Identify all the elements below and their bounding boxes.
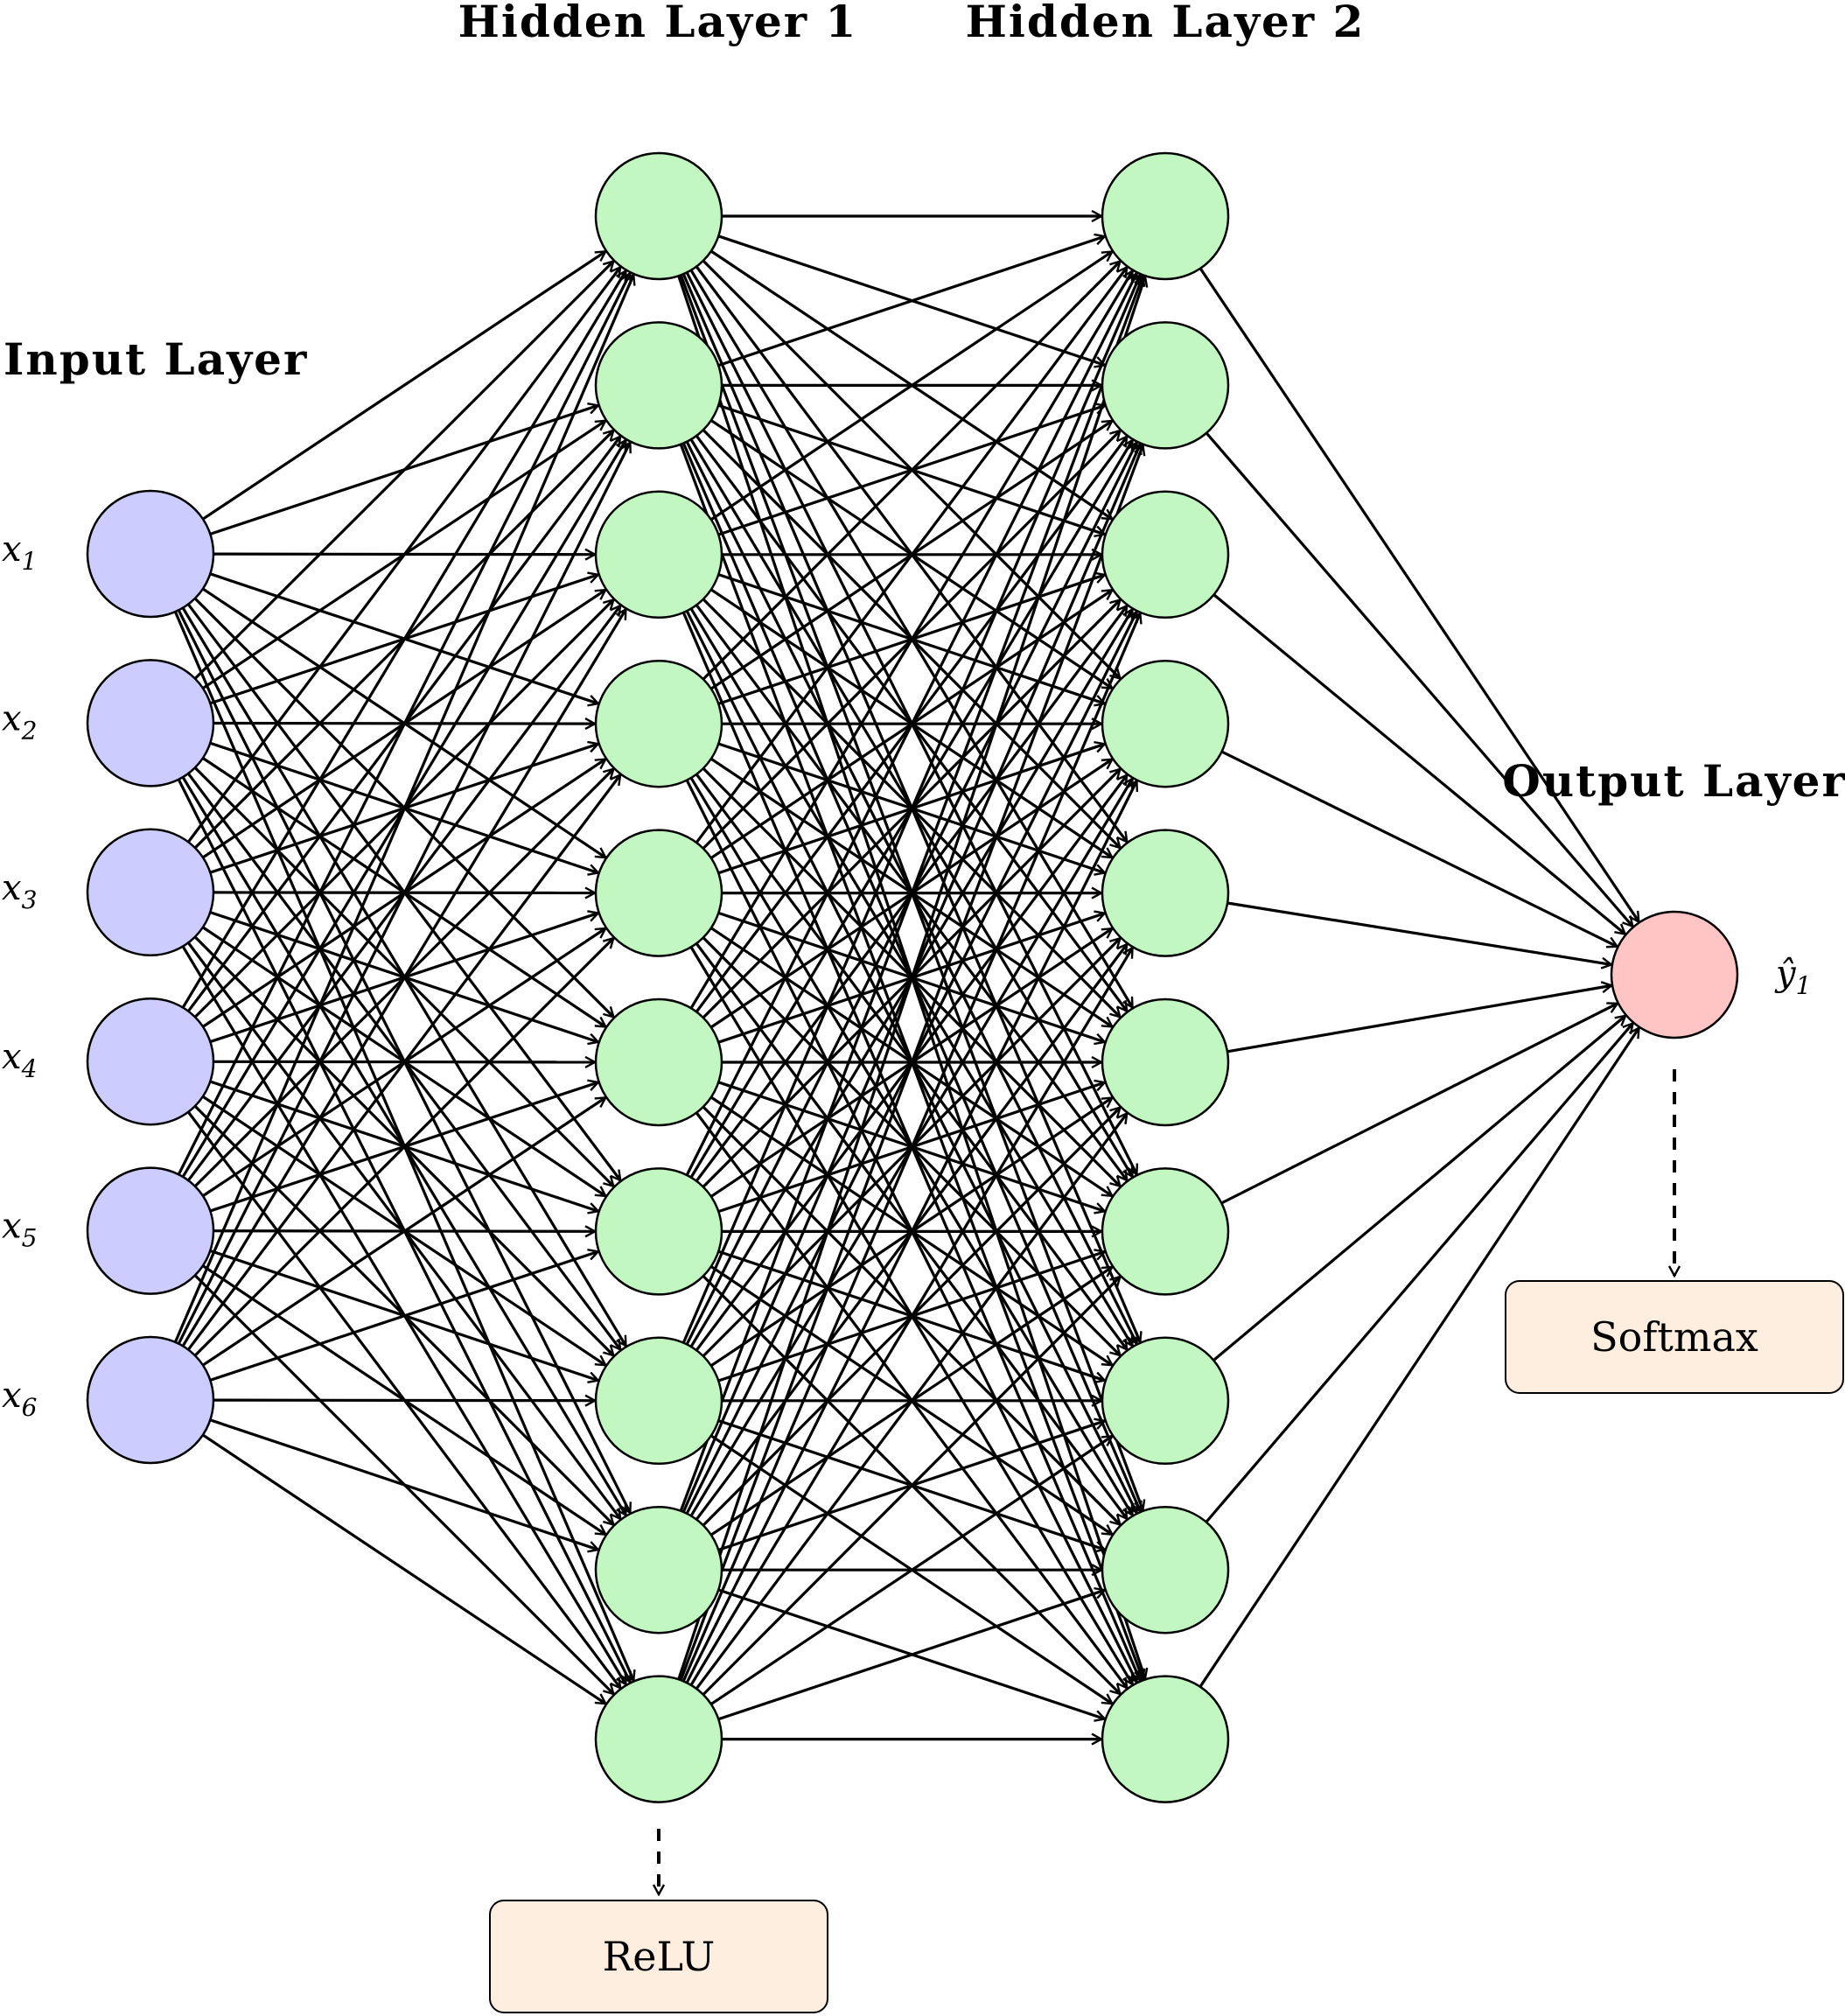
hidden1-node-9: [594, 1505, 723, 1634]
hidden1-node-4: [594, 659, 723, 788]
edge-hidden1-10-to-hidden2-3: [681, 613, 1140, 1683]
edge-input-6-to-hidden1-5: [193, 938, 613, 1357]
edge-input-4-to-hidden1-1: [181, 271, 627, 1009]
edge-hidden1-10-to-hidden2-6: [695, 1113, 1127, 1690]
hidden1-node-7: [594, 1167, 723, 1296]
edge-hidden2-6-to-output-1: [1227, 985, 1611, 1054]
network-nodes: x1 x2 x3 x4 x5 x6 ŷ1: [2, 151, 1811, 1803]
edge-hidden1-10-to-hidden2-7: [702, 1277, 1121, 1696]
edge-hidden1-7-to-hidden2-1: [685, 273, 1136, 1176]
edge-hidden1-10-to-hidden2-8: [709, 1436, 1112, 1705]
edge-hidden1-10-to-hidden2-4: [685, 781, 1136, 1684]
input-node-4: [86, 997, 215, 1126]
edge-input-6-to-hidden1-9: [209, 1418, 598, 1550]
edge-hidden1-9-to-hidden2-1: [679, 276, 1143, 1512]
hidden1-node-6: [594, 998, 723, 1127]
hidden-layer-2-title: Hidden Layer 2: [966, 0, 1366, 47]
hidden2-node-9: [1101, 1505, 1230, 1634]
edge-hidden2-4-to-output-1: [1220, 750, 1618, 947]
edge-hidden1-4-to-hidden2-1: [702, 262, 1121, 681]
edge-hidden1-5-to-hidden2-1: [695, 267, 1127, 844]
hidden2-node-1: [1101, 151, 1230, 281]
edge-hidden1-3-to-hidden2-1: [709, 252, 1112, 522]
output-label-1: ŷ1: [1774, 954, 1811, 1000]
hidden1-node-2: [594, 321, 723, 450]
edge-hidden1-8-to-hidden2-1: [681, 275, 1140, 1344]
edge-hidden1-2-to-hidden2-1: [717, 236, 1104, 368]
hidden1-node-10: [594, 1675, 723, 1803]
edge-hidden2-3-to-output-1: [1213, 593, 1625, 934]
hidden2-node-3: [1101, 490, 1230, 620]
edge-input-3-to-hidden1-1: [186, 267, 620, 844]
input-label-5: x5: [2, 1207, 37, 1253]
input-label-1: x1: [2, 529, 37, 576]
edge-hidden1-10-to-hidden2-2: [679, 445, 1143, 1681]
input-label-4: x4: [2, 1037, 37, 1083]
edge-input-6-to-hidden1-8: [213, 1400, 595, 1401]
edge-input-6-to-hidden1-7: [209, 1251, 598, 1382]
hidden2-node-2: [1101, 321, 1230, 450]
edge-input-6-to-hidden1-3: [181, 609, 627, 1348]
relu-box: [489, 1900, 828, 2013]
edge-input-6-to-hidden1-1: [173, 275, 633, 1343]
hidden2-node-5: [1101, 829, 1230, 957]
hidden1-node-3: [594, 490, 723, 620]
hidden2-node-6: [1101, 998, 1230, 1127]
hidden1-node-5: [594, 829, 723, 957]
input-node-3: [86, 828, 215, 957]
softmax-label: Softmax: [1590, 1313, 1758, 1361]
hidden-layer-1-title: Hidden Layer 1: [458, 0, 858, 47]
edge-hidden1-6-to-hidden2-1: [689, 271, 1134, 1010]
hidden2-node-7: [1101, 1167, 1230, 1296]
hidden1-node-8: [594, 1336, 723, 1466]
edge-input-6-to-hidden1-4: [186, 775, 620, 1351]
edge-hidden1-10-to-hidden2-1: [677, 276, 1145, 1680]
edge-hidden1-10-to-hidden2-9: [717, 1590, 1104, 1721]
input-node-5: [86, 1166, 215, 1295]
hidden2-node-10: [1101, 1675, 1230, 1803]
input-node-2: [86, 659, 215, 788]
input-node-1: [86, 489, 215, 619]
edge-input-6-to-hidden1-6: [202, 1097, 605, 1367]
output-layer-title: Output Layer: [1502, 755, 1845, 807]
edge-input-6-to-hidden1-2: [177, 443, 630, 1345]
input-layer-title: Input Layer: [3, 333, 308, 385]
input-node-6: [86, 1335, 215, 1465]
edge-hidden2-5-to-output-1: [1227, 901, 1611, 964]
input-label-3: x3: [2, 868, 37, 914]
edge-hidden2-7-to-output-1: [1220, 1004, 1618, 1205]
input-label-2: x2: [2, 698, 37, 745]
hidden2-node-8: [1101, 1336, 1230, 1466]
connection-edges: [173, 216, 1639, 1740]
relu-label: ReLU: [603, 1933, 716, 1980]
edge-hidden1-10-to-hidden2-5: [689, 948, 1134, 1686]
edge-hidden2-8-to-output-1: [1213, 1016, 1625, 1362]
edge-hidden2-1-to-output-1: [1199, 267, 1639, 922]
edge-input-6-to-hidden1-10: [202, 1433, 605, 1704]
edge-hidden2-10-to-output-1: [1199, 1028, 1639, 1688]
edge-input-1-to-hidden1-1: [202, 251, 605, 521]
input-label-6: x6: [2, 1376, 37, 1422]
edge-hidden2-9-to-output-1: [1205, 1023, 1633, 1523]
hidden2-node-4: [1101, 659, 1230, 788]
edge-input-2-to-hidden1-1: [193, 262, 613, 680]
hidden1-node-1: [594, 151, 723, 281]
output-node-1: [1610, 910, 1739, 1040]
edge-input-5-to-hidden1-1: [177, 273, 630, 1175]
edge-hidden2-2-to-output-1: [1205, 431, 1632, 927]
softmax-box: [1505, 1280, 1844, 1394]
